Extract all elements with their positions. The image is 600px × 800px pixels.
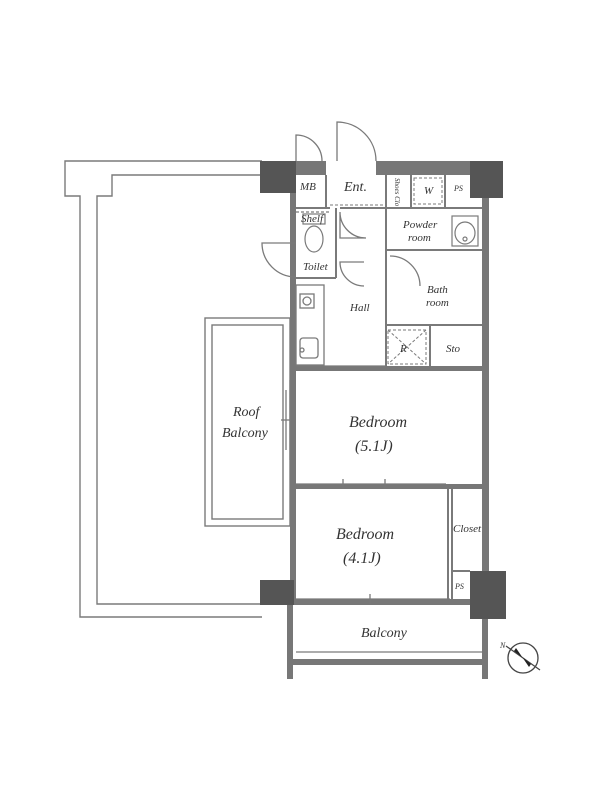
refrigerator-space xyxy=(387,329,427,365)
door-swings xyxy=(261,121,421,287)
washer-space xyxy=(413,177,443,205)
room-label-bath-line2: room xyxy=(426,297,449,309)
room-label-ps-top: PS xyxy=(453,184,463,193)
room-label-bath-line1: Bath xyxy=(427,284,448,296)
room-label-storage: Sto xyxy=(446,343,461,355)
kitchen-counter xyxy=(295,284,325,366)
washbasin-fixture xyxy=(451,215,479,247)
room-label-ps-bottom: PS xyxy=(454,582,464,591)
sliding-doors xyxy=(281,365,450,604)
room-label-entrance: Ent. xyxy=(343,180,367,195)
room-label-hall: Hall xyxy=(349,302,370,314)
room-label-powder-line2: room xyxy=(408,232,431,244)
room-label-refrigerator: R xyxy=(399,343,407,355)
room-label-toilet: Toilet xyxy=(303,261,329,273)
room-label-mb: MB xyxy=(299,181,316,193)
room-label-shelf: Shelf xyxy=(301,213,325,225)
roof-balcony-parapet xyxy=(64,160,262,618)
columns xyxy=(260,161,506,619)
room-size-bedroom-2: (4.1J) xyxy=(343,550,381,567)
room-label-powder-line1: Powder xyxy=(402,219,438,231)
compass-label: N xyxy=(499,641,506,650)
room-label-bedroom-1: Bedroom xyxy=(349,414,407,431)
room-label-roof-balcony-line2: Balcony xyxy=(222,426,269,441)
room-label-bedroom-2: Bedroom xyxy=(336,526,394,543)
room-label-balcony: Balcony xyxy=(361,626,408,641)
room-label-roof-balcony-line1: Roof xyxy=(232,405,262,420)
room-size-bedroom-1: (5.1J) xyxy=(355,438,393,455)
room-label-washer: W xyxy=(424,185,434,197)
roof-balcony-planter xyxy=(204,317,291,527)
room-label-closet: Closet xyxy=(453,523,482,535)
north-arrow-icon: N xyxy=(499,641,541,674)
partitions xyxy=(296,175,482,599)
room-label-shoes-closet: Shoes Clo xyxy=(393,178,401,207)
toilet-fixture xyxy=(296,211,330,253)
